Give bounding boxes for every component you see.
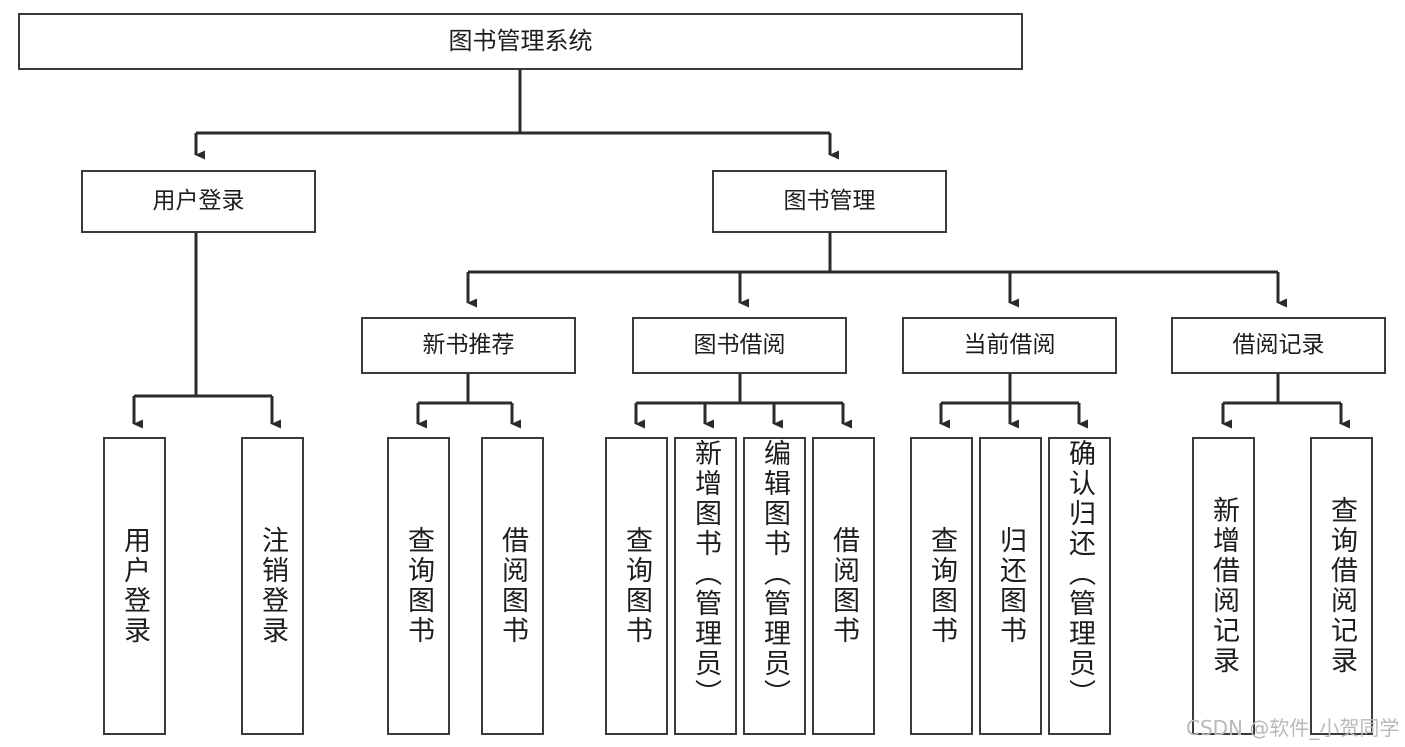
node-label: 归还图书 bbox=[995, 526, 1026, 646]
leaf-query-books-borrow[interactable]: 查询图书 bbox=[605, 437, 668, 735]
leaf-confirm-return-admin[interactable]: 确认归还（管理员） bbox=[1048, 437, 1111, 735]
node-book-borrow[interactable]: 图书借阅 bbox=[632, 317, 847, 374]
node-label: 查询图书 bbox=[621, 526, 652, 646]
node-label: 图书管理系统 bbox=[448, 27, 593, 56]
node-label: 注销登录 bbox=[257, 526, 288, 646]
node-label: 查询借阅记录 bbox=[1326, 496, 1357, 676]
leaf-query-books-newbooks[interactable]: 查询图书 bbox=[387, 437, 450, 735]
node-label: 编辑图书（管理员） bbox=[759, 439, 790, 709]
node-borrow-records[interactable]: 借阅记录 bbox=[1171, 317, 1386, 374]
leaf-lend-books[interactable]: 借阅图书 bbox=[812, 437, 875, 735]
node-book-management[interactable]: 图书管理 bbox=[712, 170, 947, 233]
watermark: CSDN @软件_小贺同学 bbox=[1186, 716, 1400, 740]
leaf-return-books[interactable]: 归还图书 bbox=[979, 437, 1042, 735]
node-label: 查询图书 bbox=[926, 526, 957, 646]
node-label: 新增图书（管理员） bbox=[690, 439, 721, 709]
leaf-edit-book-admin[interactable]: 编辑图书（管理员） bbox=[743, 437, 806, 735]
node-label: 用户登录 bbox=[119, 526, 150, 646]
leaf-add-borrow-record[interactable]: 新增借阅记录 bbox=[1192, 437, 1255, 735]
node-new-book-recommend[interactable]: 新书推荐 bbox=[361, 317, 576, 374]
node-label: 用户登录 bbox=[152, 187, 245, 214]
leaf-borrow-books-newbooks[interactable]: 借阅图书 bbox=[481, 437, 544, 735]
node-user-login[interactable]: 用户登录 bbox=[81, 170, 316, 233]
node-label: 借阅图书 bbox=[497, 526, 528, 646]
node-current-borrow[interactable]: 当前借阅 bbox=[902, 317, 1117, 374]
node-label: 当前借阅 bbox=[963, 331, 1056, 358]
leaf-add-book-admin[interactable]: 新增图书（管理员） bbox=[674, 437, 737, 735]
node-root-system[interactable]: 图书管理系统 bbox=[18, 13, 1023, 70]
leaf-user-login[interactable]: 用户登录 bbox=[103, 437, 166, 735]
node-label: 新增借阅记录 bbox=[1208, 496, 1239, 676]
node-label: 借阅记录 bbox=[1232, 331, 1325, 358]
node-label: 查询图书 bbox=[403, 526, 434, 646]
node-label: 借阅图书 bbox=[828, 526, 859, 646]
node-label: 图书管理 bbox=[783, 187, 876, 214]
node-label: 新书推荐 bbox=[422, 331, 515, 358]
leaf-query-borrow-record[interactable]: 查询借阅记录 bbox=[1310, 437, 1373, 735]
leaf-query-books-current[interactable]: 查询图书 bbox=[910, 437, 973, 735]
node-label: 图书借阅 bbox=[693, 331, 786, 358]
leaf-logout[interactable]: 注销登录 bbox=[241, 437, 304, 735]
node-label: 确认归还（管理员） bbox=[1064, 439, 1095, 709]
